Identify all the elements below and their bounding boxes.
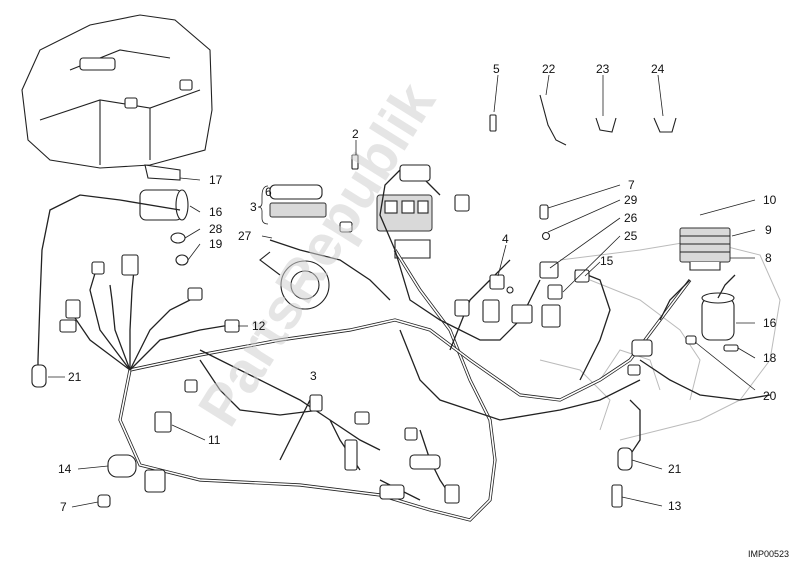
callout-23: 23 bbox=[596, 62, 610, 76]
callout-7-upper: 7 bbox=[628, 178, 635, 192]
callout-labels: 5 22 23 24 2 17 3 6 16 28 19 27 7 29 26 … bbox=[58, 62, 777, 514]
callout-21-left: 21 bbox=[68, 370, 82, 384]
small-parts bbox=[31, 94, 739, 508]
ignition-coil-left bbox=[139, 164, 189, 266]
callout-9: 9 bbox=[765, 223, 772, 237]
callout-17: 17 bbox=[209, 173, 223, 187]
relay-box bbox=[376, 194, 433, 259]
callout-24: 24 bbox=[651, 62, 665, 76]
battery-cover bbox=[21, 14, 213, 169]
voltage-regulator bbox=[679, 227, 731, 271]
reference-code: IMP00523 bbox=[748, 549, 789, 559]
callout-6: 6 bbox=[265, 185, 272, 199]
callout-19: 19 bbox=[209, 237, 223, 251]
callout-7-lower: 7 bbox=[60, 500, 67, 514]
callout-16-left: 16 bbox=[209, 205, 223, 219]
leader-lines bbox=[48, 74, 756, 508]
callout-20: 20 bbox=[763, 389, 777, 403]
callout-14: 14 bbox=[58, 462, 72, 476]
callout-3-upper: 3 bbox=[250, 200, 257, 214]
callout-26: 26 bbox=[624, 211, 638, 225]
callout-2: 2 bbox=[352, 127, 359, 141]
main-wiring-harness bbox=[37, 169, 771, 522]
horn bbox=[259, 251, 330, 310]
callout-28: 28 bbox=[209, 222, 223, 236]
callout-22: 22 bbox=[542, 62, 556, 76]
callout-4: 4 bbox=[502, 232, 509, 246]
callout-11: 11 bbox=[208, 433, 221, 447]
ignition-coil-right bbox=[701, 274, 736, 341]
callout-12: 12 bbox=[252, 319, 266, 333]
callout-15: 15 bbox=[600, 254, 614, 268]
callout-16-right: 16 bbox=[763, 316, 777, 330]
callout-13: 13 bbox=[668, 499, 682, 513]
fuse-holders bbox=[269, 184, 327, 218]
callout-27: 27 bbox=[238, 229, 252, 243]
callout-5: 5 bbox=[493, 62, 500, 76]
callout-18: 18 bbox=[763, 351, 777, 365]
callout-21-right: 21 bbox=[668, 462, 682, 476]
callout-29: 29 bbox=[624, 193, 638, 207]
callout-3-lower: 3 bbox=[310, 369, 317, 383]
callout-25: 25 bbox=[624, 229, 638, 243]
callout-8: 8 bbox=[765, 251, 772, 265]
callout-10: 10 bbox=[763, 193, 777, 207]
